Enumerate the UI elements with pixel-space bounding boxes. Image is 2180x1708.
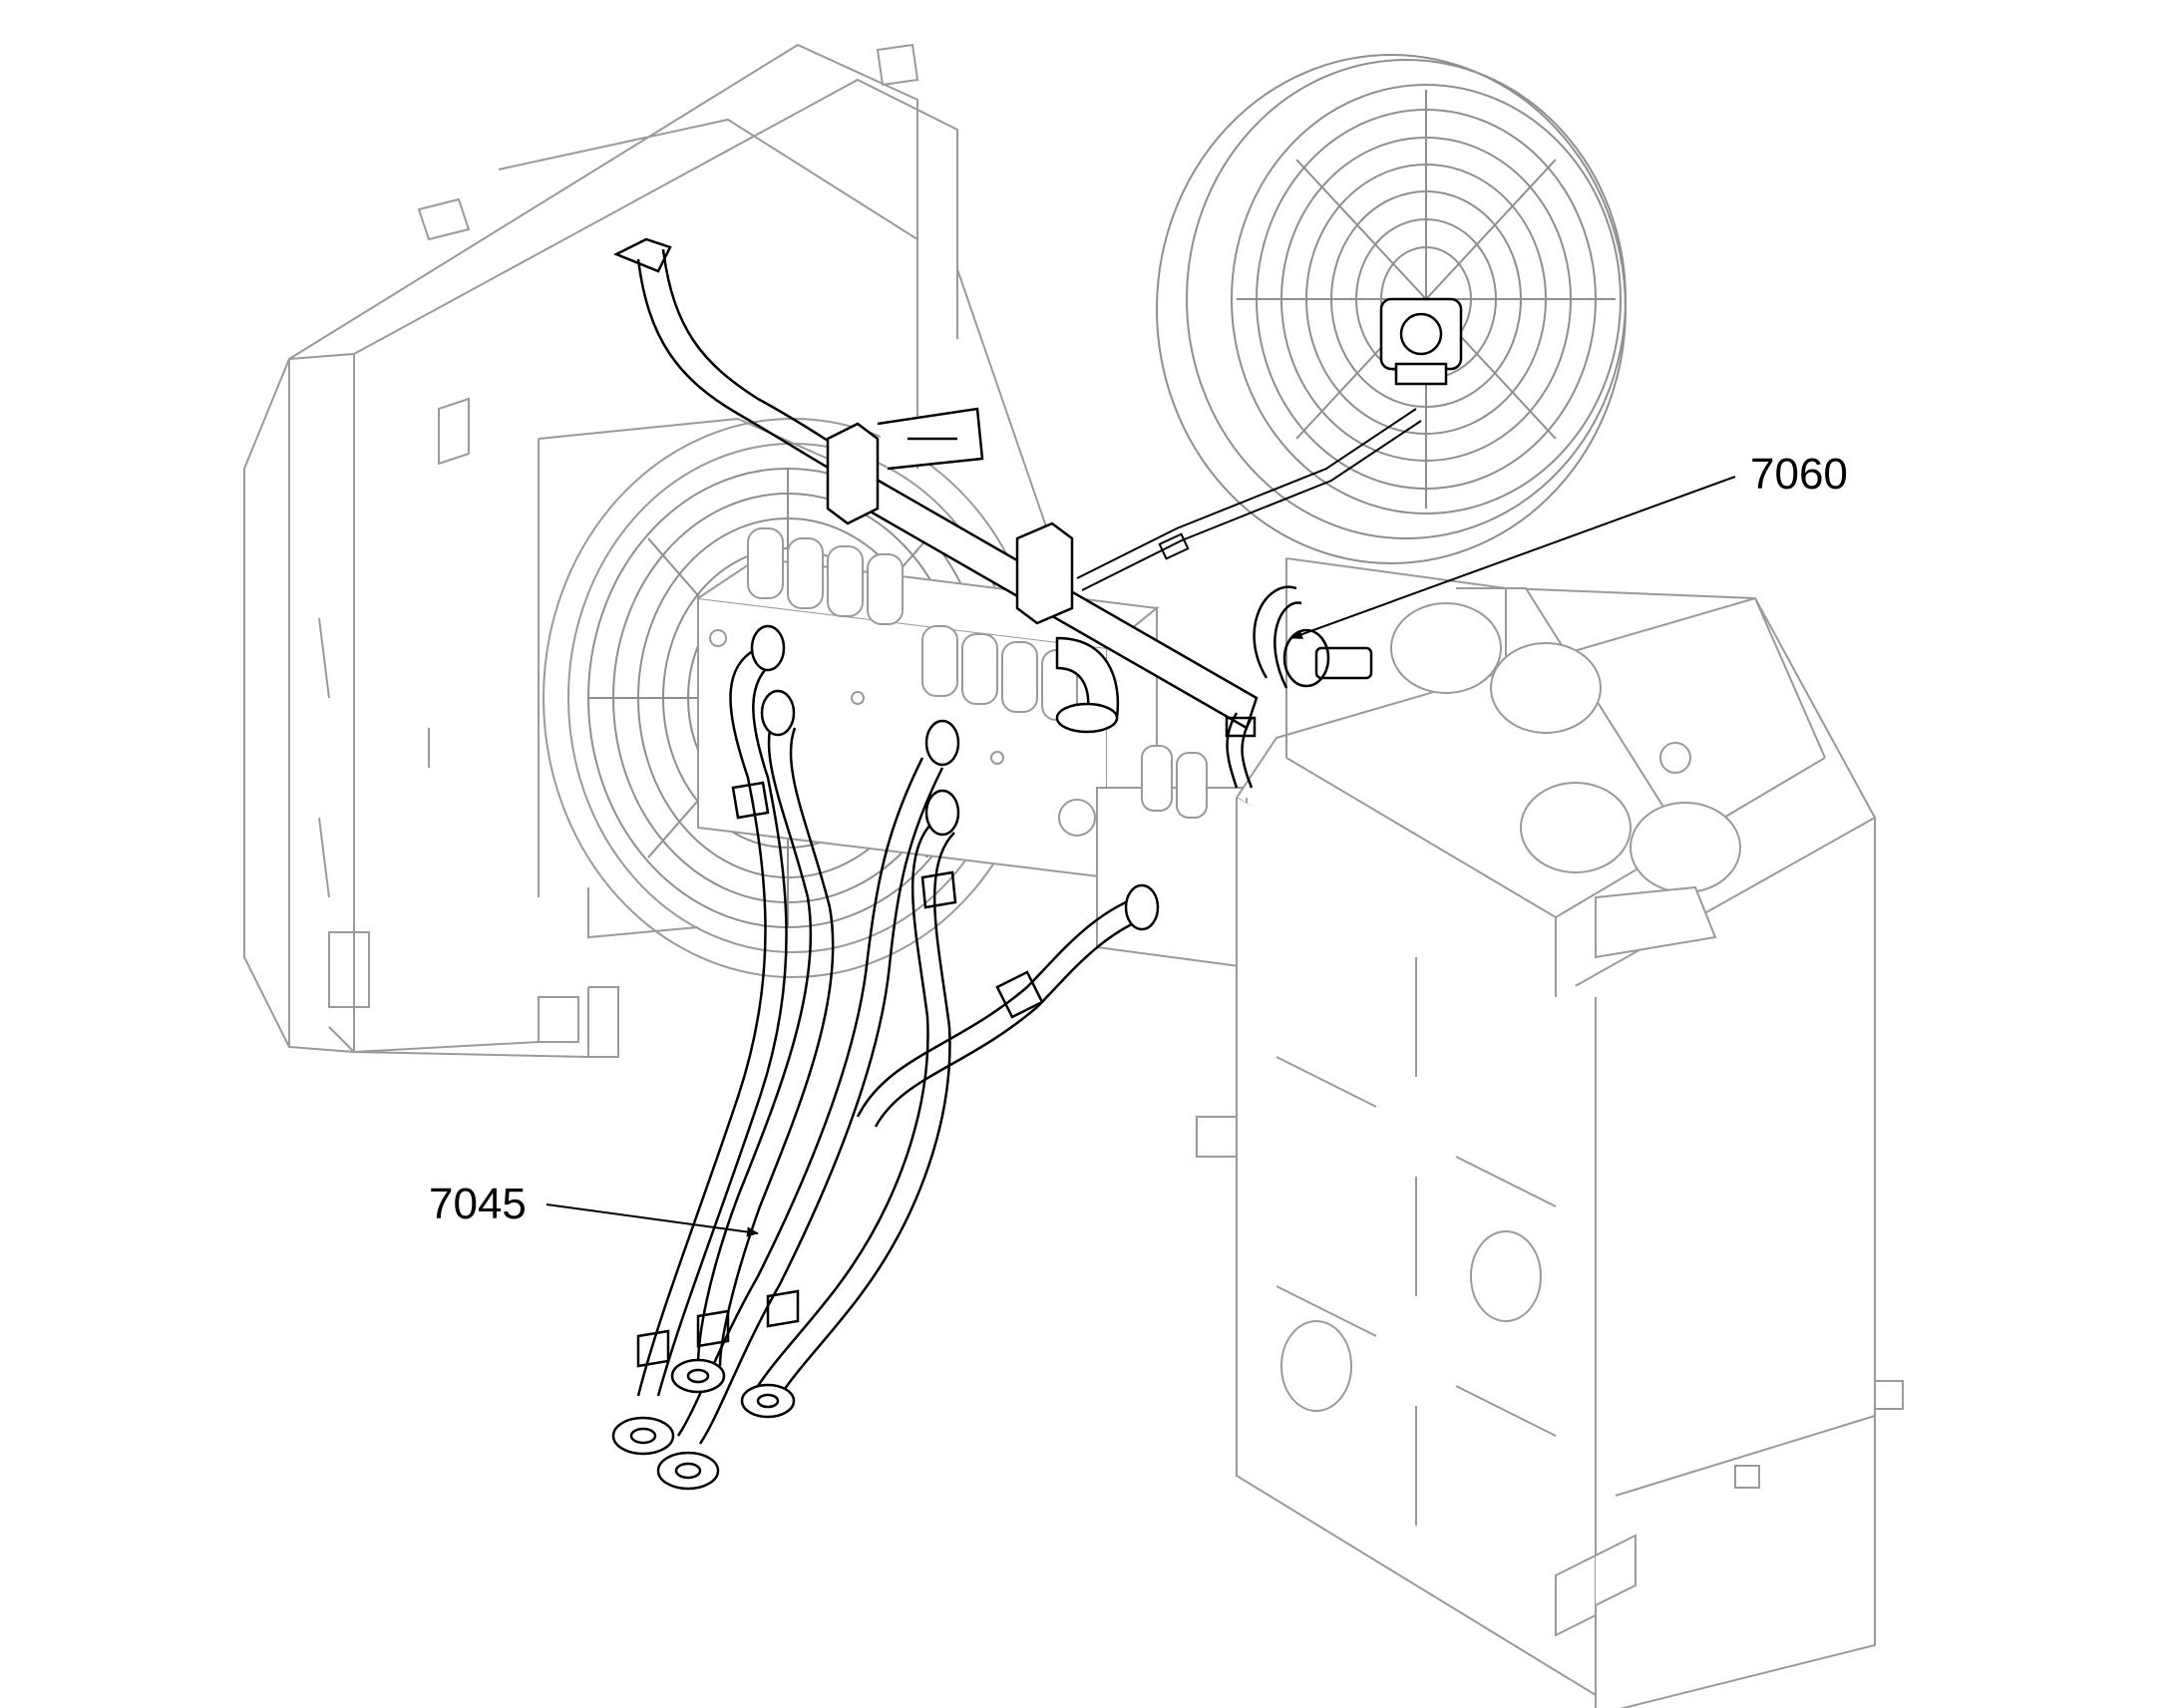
valve-fittings — [750, 624, 1160, 931]
callout-label-7060: 7060 — [1750, 450, 1848, 499]
upper-hose — [612, 237, 859, 481]
flange-fittings — [611, 1358, 796, 1491]
elbow-fitting — [1055, 636, 1120, 734]
hydraulic-tank — [1196, 557, 1904, 1708]
leader-line-7045 — [545, 1203, 759, 1237]
fan-motor — [1379, 297, 1463, 386]
hydraulic-tube — [826, 407, 1259, 730]
motor-supply-hose — [1076, 408, 1422, 591]
callout-label-7045: 7045 — [429, 1180, 527, 1228]
hose-bundle-7045 — [636, 646, 1148, 1445]
hose-7060 — [1225, 585, 1373, 789]
callout-7045: 7045 — [429, 1180, 759, 1237]
callout-7060: 7060 — [1290, 450, 1848, 639]
leader-line-7060 — [1290, 476, 1736, 639]
